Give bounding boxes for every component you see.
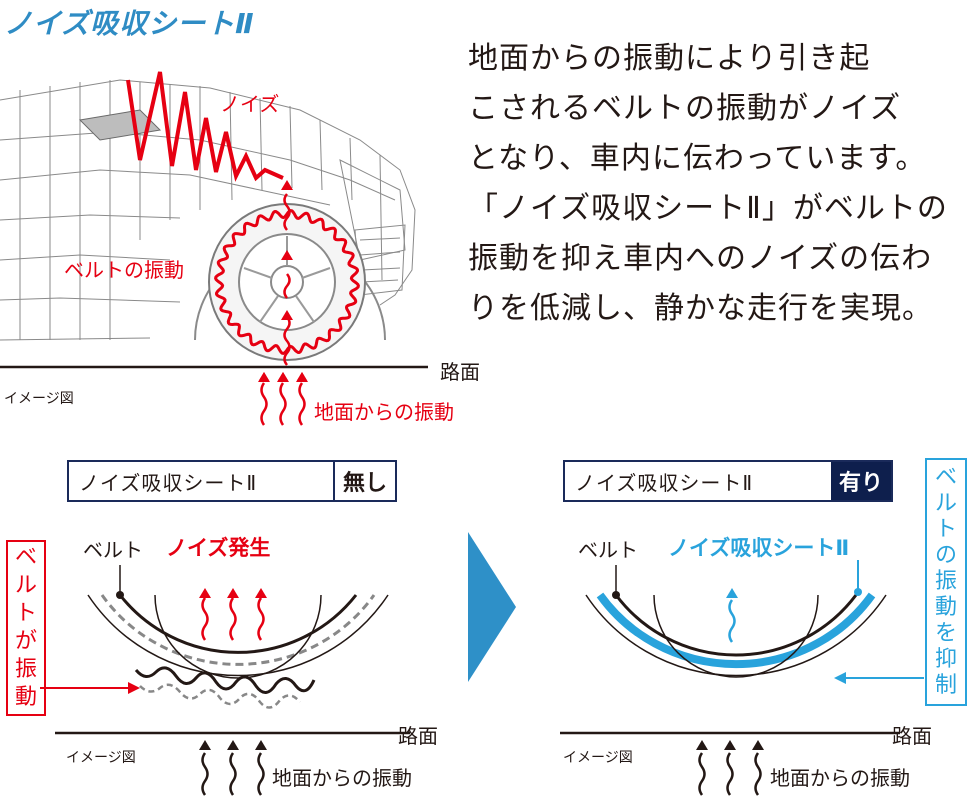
side-char: の: [934, 543, 957, 568]
description-text: 地面からの振動により引き起 こされるベルトの振動がノイズ となり、車内に伝わって…: [468, 34, 974, 334]
right-tire-cross-section: [560, 560, 924, 796]
side-char: 制: [934, 673, 957, 698]
ground-vibration-label: 地面からの振動: [272, 766, 412, 790]
side-char: 振: [14, 657, 37, 682]
side-char: を: [934, 621, 957, 646]
vibrating-belt: [134, 666, 316, 694]
image-note: イメージ図: [563, 750, 633, 766]
left-tire-cross-section: [40, 565, 410, 796]
side-char: ト: [14, 601, 37, 626]
belt-vibration-ring: [214, 209, 360, 355]
sheet-state: 無し: [332, 462, 395, 500]
belt-label: ベルト: [83, 538, 143, 562]
road-label: 路面: [440, 360, 480, 384]
belt-vibrates-label: ベ ル ト が 振 動: [6, 540, 46, 716]
belt-vibration-suppressed-label: ベ ル ト の 振 動 を 抑 制: [925, 458, 967, 706]
sheet-present-box: ノイズ吸収シートⅡ 有り: [563, 460, 893, 502]
side-char: ベ: [14, 545, 37, 570]
ground-vibration-label: 地面からの振動: [770, 766, 910, 790]
sheet-name: ノイズ吸収シートⅡ: [79, 470, 258, 495]
ground-vibration-arrows: [201, 752, 265, 796]
ground-arrows-top: [258, 372, 308, 426]
side-char: ル: [934, 491, 957, 516]
side-char: 振: [934, 569, 957, 594]
transition-arrow-icon: [468, 532, 516, 682]
noise-label: ノイズ: [220, 92, 280, 116]
belt-label: ベルト: [578, 538, 638, 562]
sheet-name: ノイズ吸収シートⅡ: [575, 470, 754, 495]
side-char: ル: [14, 573, 37, 598]
noise-zigzag: [126, 71, 284, 182]
side-char: ベ: [934, 465, 957, 490]
belt: [614, 594, 858, 657]
noise-arrows: [201, 597, 265, 641]
road-label: 路面: [398, 724, 438, 748]
image-note: イメージ図: [4, 391, 74, 407]
sheet-label: ノイズ吸収シートⅡ: [668, 536, 850, 560]
description-line: 「ノイズ吸収シートⅡ」がベルトの: [468, 191, 948, 226]
side-char: 抑: [934, 647, 957, 672]
ground-vibration-arrows: [698, 752, 762, 796]
description-line: りを低減し、静かな走行を実現。: [468, 291, 933, 326]
page-title: ノイズ吸収シートⅡ: [4, 7, 255, 40]
road-label: 路面: [892, 724, 932, 748]
car-illustration: [0, 71, 428, 380]
car-body-wireframe: [0, 79, 416, 341]
description-line: となり、車内に伝わっています。: [468, 141, 927, 176]
description-line: 地面からの振動により引き起: [468, 41, 871, 76]
side-char: が: [14, 629, 37, 654]
side-char: 動: [934, 595, 957, 620]
image-note: イメージ図: [66, 750, 136, 766]
ground-vibration-label: 地面からの振動: [314, 400, 454, 424]
description-line: こされるベルトの振動がノイズ: [468, 91, 902, 126]
noise-generated-label: ノイズ発生: [166, 536, 271, 560]
belt-vibration-label: ベルトの振動: [64, 258, 184, 282]
side-char: ト: [934, 517, 957, 542]
sheet-absent-box: ノイズ吸収シートⅡ 無し: [67, 460, 397, 502]
description-line: 振動を抑え車内へのノイズの伝わ: [468, 241, 933, 276]
side-char: 動: [14, 685, 37, 710]
sheet-state: 有り: [830, 462, 891, 500]
noise-absorbing-sheet: [596, 592, 876, 669]
